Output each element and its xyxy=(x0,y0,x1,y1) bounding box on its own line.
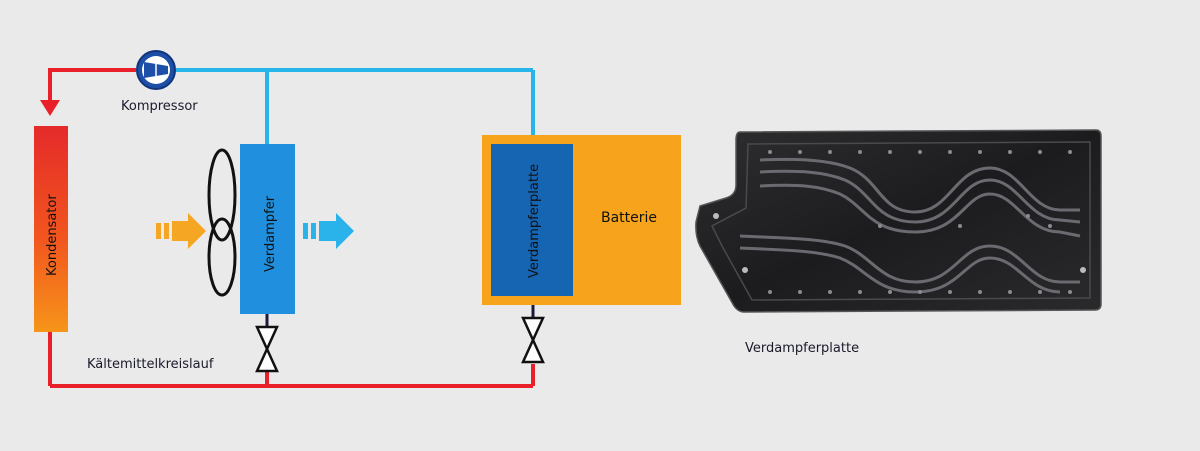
condenser xyxy=(34,126,68,332)
air-inflow-arrow-icon xyxy=(156,213,206,249)
evaporator-plate xyxy=(491,144,573,296)
evaporator xyxy=(240,144,295,314)
fan-icon xyxy=(207,148,237,297)
air-outflow-arrow-icon xyxy=(303,213,354,249)
battery-label: Batterie xyxy=(601,210,657,226)
evaporator-label: Verdampfer xyxy=(263,195,278,272)
compressor-label: Kompressor xyxy=(121,99,198,114)
expansion-valve-icon xyxy=(521,316,545,364)
hot-refrigerant-line xyxy=(48,68,535,388)
compressor-icon xyxy=(136,50,176,90)
cold-refrigerant-line xyxy=(176,68,535,146)
evaporator-plate-label: Verdampferplatte xyxy=(527,164,542,278)
expansion-valve-icon xyxy=(255,325,279,373)
evaporator-plate-photo xyxy=(695,129,1102,313)
flow-arrow-down-icon xyxy=(40,100,60,116)
condenser-label: Kondensator xyxy=(45,194,60,276)
refrigerant-circuit-label: Kältemittelkreislauf xyxy=(87,357,214,372)
photo-caption: Verdampferplatte xyxy=(745,341,859,356)
